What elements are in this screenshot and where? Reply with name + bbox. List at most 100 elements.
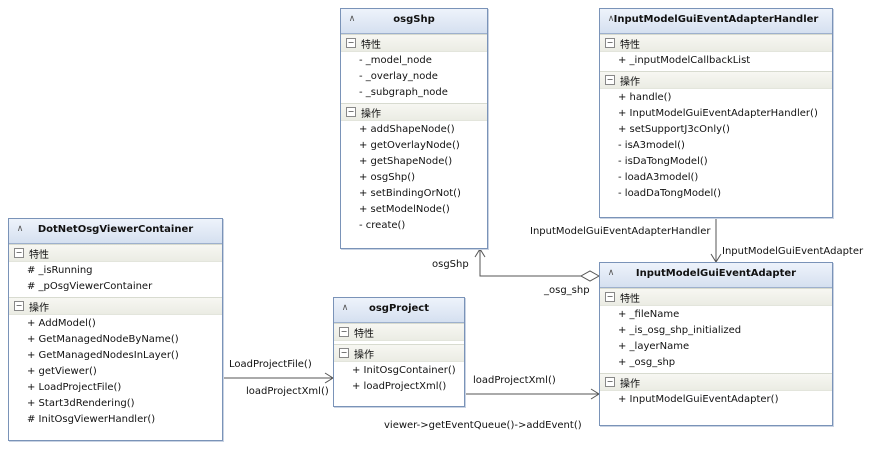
minus-icon[interactable]: − [339, 348, 349, 358]
collapse-icon[interactable]: ∧ [348, 14, 356, 24]
collapse-icon[interactable]: ∧ [341, 303, 349, 313]
label-addevent: viewer->getEventQueue()->addEvent() [384, 420, 582, 431]
operations-label: 操作 [29, 303, 49, 314]
label-loadprojectxml-left: loadProjectXml() [246, 386, 329, 397]
operation-item: - isA3model() [618, 140, 685, 151]
operations-list: + addShapeNode() + getOverlayNode() + ge… [341, 121, 487, 236]
attributes-section-header[interactable]: − 特性 [9, 244, 222, 262]
operation-item: + osgShp() [359, 172, 416, 183]
operation-item: + InputModelGuiEventAdapter() [618, 394, 779, 405]
attribute-item: # _pOsgViewerContainer [27, 281, 153, 292]
operations-list: + AddModel() + GetManagedNodeByName() + … [9, 315, 222, 430]
collapse-icon[interactable]: ∧ [607, 14, 615, 24]
operations-section-header[interactable]: − 操作 [600, 71, 832, 89]
attribute-item: - _subgraph_node [359, 87, 448, 98]
arrowhead-osgshp [474, 248, 486, 258]
minus-icon[interactable]: − [346, 107, 356, 117]
operation-item: + getShapeNode() [359, 156, 453, 167]
class-inputmodelguieventadapter[interactable]: ∧ InputModelGuiEventAdapter − 特性 + _file… [599, 262, 833, 426]
attribute-item: + _is_osg_shp_initialized [618, 325, 742, 336]
class-header[interactable]: ∧ osgShp [341, 9, 487, 34]
operation-item: + setSupportJ3cOnly() [618, 124, 730, 135]
attributes-section-header[interactable]: − 特性 [600, 34, 832, 52]
collapse-icon[interactable]: ∧ [607, 268, 615, 278]
operation-item: + AddModel() [27, 318, 96, 329]
minus-icon[interactable]: − [605, 377, 615, 387]
attributes-list: - _model_node - _overlay_node - _subgrap… [341, 52, 487, 103]
class-header[interactable]: ∧ DotNetOsgViewerContainer [9, 219, 222, 244]
operations-section-header[interactable]: − 操作 [9, 297, 222, 315]
minus-icon[interactable]: − [14, 301, 24, 311]
operations-list: + InitOsgContainer() + loadProjectXml() [334, 362, 464, 397]
class-title: osgProject [368, 303, 430, 314]
class-osgshp[interactable]: ∧ osgShp − 特性 - _model_node - _overlay_n… [340, 8, 488, 249]
operation-item: - create() [359, 220, 406, 231]
operation-item: + LoadProjectFile() [27, 382, 122, 393]
class-inputmodelguieventadapterhandler[interactable]: ∧ InputModelGuiEventAdapterHandler − 特性 … [599, 8, 833, 218]
attributes-label: 特性 [620, 40, 640, 51]
operations-section-header[interactable]: − 操作 [334, 344, 464, 362]
operation-item: - loadA3model() [618, 172, 699, 183]
minus-icon[interactable]: − [14, 248, 24, 258]
attribute-item: + _fileName [618, 309, 680, 320]
operation-item: - loadDaTongModel() [618, 188, 722, 199]
attributes-label: 特性 [354, 329, 374, 340]
label-osgshp-role: osgShp [432, 259, 469, 270]
minus-icon[interactable]: − [605, 75, 615, 85]
label-handler-role: InputModelGuiEventAdapterHandler [530, 226, 711, 237]
attributes-list: # _isRunning # _pOsgViewerContainer [9, 262, 222, 297]
operations-list: + InputModelGuiEventAdapter() [600, 391, 832, 410]
class-header[interactable]: ∧ InputModelGuiEventAdapterHandler [600, 9, 832, 34]
label-adapter-role: InputModelGuiEventAdapter [722, 246, 864, 257]
operation-item: + setBindingOrNot() [359, 188, 461, 199]
attributes-list: + _fileName + _is_osg_shp_initialized + … [600, 306, 832, 373]
class-dotnetosgviewercontainer[interactable]: ∧ DotNetOsgViewerContainer − 特性 # _isRun… [8, 218, 223, 441]
class-title: InputModelGuiEventAdapterHandler [613, 14, 819, 25]
operation-item: + getOverlayNode() [359, 140, 460, 151]
label-loadprojectxml-right: loadProjectXml() [473, 375, 556, 386]
operation-item: # InitOsgViewerHandler() [27, 414, 156, 425]
operations-label: 操作 [361, 109, 381, 120]
operation-item: + setModelNode() [359, 204, 450, 215]
operation-item: + addShapeNode() [359, 124, 455, 135]
attributes-section-header[interactable]: − 特性 [600, 288, 832, 306]
aggregation-adapter-osgshp [479, 249, 599, 277]
operations-section-header[interactable]: − 操作 [341, 103, 487, 121]
diamond-adapter [579, 270, 601, 282]
minus-icon[interactable]: − [605, 292, 615, 302]
label-osg-shp-role: _osg_shp [544, 285, 590, 296]
operations-label: 操作 [620, 77, 640, 88]
operation-item: + getViewer() [27, 366, 97, 377]
attributes-label: 特性 [620, 294, 640, 305]
class-header[interactable]: ∧ InputModelGuiEventAdapter [600, 263, 832, 288]
class-header[interactable]: ∧ osgProject [334, 298, 464, 323]
label-loadprojectfile: LoadProjectFile() [229, 359, 312, 370]
operation-item: + GetManagedNodeByName() [27, 334, 179, 345]
operation-item: + handle() [618, 92, 672, 103]
attribute-item: + _inputModelCallbackList [618, 55, 751, 66]
class-title: InputModelGuiEventAdapter [635, 268, 797, 279]
operations-label: 操作 [354, 350, 374, 361]
class-title: osgShp [393, 14, 435, 25]
attribute-item: - _overlay_node [359, 71, 438, 82]
minus-icon[interactable]: − [346, 38, 356, 48]
operation-item: + GetManagedNodesInLayer() [27, 350, 179, 361]
collapse-icon[interactable]: ∧ [16, 224, 24, 234]
attributes-section-header[interactable]: − 特性 [334, 323, 464, 341]
attributes-label: 特性 [361, 40, 381, 51]
attributes-label: 特性 [29, 250, 49, 261]
operations-list: + handle() + InputModelGuiEventAdapterHa… [600, 89, 832, 204]
class-title: DotNetOsgViewerContainer [37, 224, 194, 235]
operation-item: + Start3dRendering() [27, 398, 135, 409]
attribute-item: # _isRunning [27, 265, 93, 276]
minus-icon[interactable]: − [605, 38, 615, 48]
attribute-item: + _osg_shp [618, 357, 676, 368]
minus-icon[interactable]: − [339, 327, 349, 337]
attributes-list: + _inputModelCallbackList [600, 52, 832, 71]
operations-label: 操作 [620, 379, 640, 390]
operation-item: - isDaTongModel() [618, 156, 708, 167]
operation-item: + InitOsgContainer() [352, 365, 456, 376]
operations-section-header[interactable]: − 操作 [600, 373, 832, 391]
attributes-section-header[interactable]: − 特性 [341, 34, 487, 52]
class-osgproject[interactable]: ∧ osgProject − 特性 − 操作 + InitOsgContaine… [333, 297, 465, 407]
